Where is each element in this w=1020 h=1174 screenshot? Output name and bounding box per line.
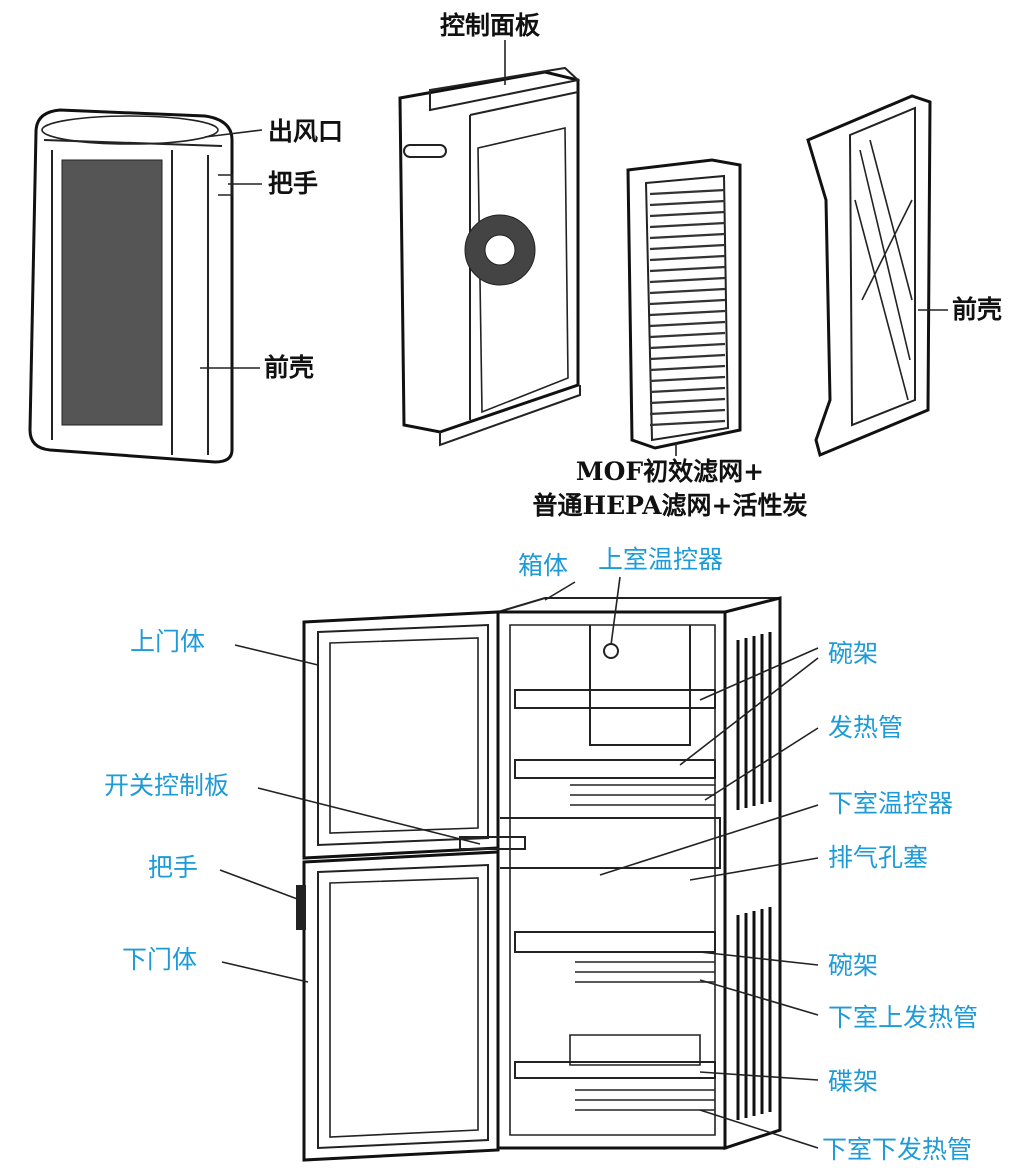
filter-slat [649, 221, 726, 229]
lower-thermostat-label: 下室温控器 [828, 789, 954, 818]
purifier-open-body [398, 40, 581, 447]
heating-tube-label: 发热管 [828, 713, 904, 742]
vent-plug-label: 排气孔塞 [828, 843, 929, 872]
filter-panel [626, 158, 742, 456]
outlet-label: 出风口 [268, 117, 344, 146]
filter-slat [649, 188, 726, 196]
lower-door-label: 下门体 [122, 945, 198, 974]
filter-slat [649, 353, 726, 361]
dish-rack-label: 碟架 [828, 1067, 879, 1096]
filter-slat [649, 397, 726, 405]
control-panel-label: 控制面板 [440, 11, 541, 40]
filter-slat [649, 342, 726, 350]
front-shell-panel [806, 94, 948, 458]
filter-slat [649, 298, 726, 306]
filter-slat [649, 243, 726, 251]
filter-slat [649, 199, 726, 207]
front-shell-right-label: 前壳 [952, 295, 1003, 324]
bowl-rack-bottom-label: 碗架 [828, 951, 879, 980]
filter-slat [649, 254, 726, 262]
upper-thermostat-label: 上室温控器 [598, 545, 724, 574]
filter-slat [649, 276, 726, 284]
filter-slat [649, 408, 726, 416]
front-shell-left-label: 前壳 [264, 353, 315, 382]
filter-slat [649, 375, 726, 383]
bowl-rack-top-label: 碗架 [828, 639, 879, 668]
disinfection-cabinet [219, 576, 819, 1162]
filter-slat [649, 232, 726, 240]
filter-slat [649, 265, 726, 273]
purifier-handle-label: 把手 [268, 169, 319, 198]
upper-door-label: 上门体 [130, 627, 206, 656]
filter-slat [649, 364, 726, 372]
filter-slat [649, 210, 726, 218]
filter-slat [649, 419, 726, 427]
filter-slat [649, 320, 726, 328]
filter-slat [649, 386, 726, 394]
filter-label-line2: 普通HEPA滤网+活性炭 [532, 491, 808, 520]
filter-label-line1: MOF初效滤网+ [575, 457, 765, 486]
purifier-assembled [28, 108, 263, 464]
cabinet-body-label: 箱体 [518, 551, 569, 580]
filter-slat [649, 331, 726, 339]
filter-slat [649, 287, 726, 295]
filter-slat [649, 309, 726, 317]
cabinet-handle-label: 把手 [148, 853, 199, 882]
lower-upper-tube-label: 下室上发热管 [828, 1003, 979, 1032]
switch-board-label: 开关控制板 [104, 771, 230, 800]
lower-lower-tube-label: 下室下发热管 [822, 1135, 973, 1164]
